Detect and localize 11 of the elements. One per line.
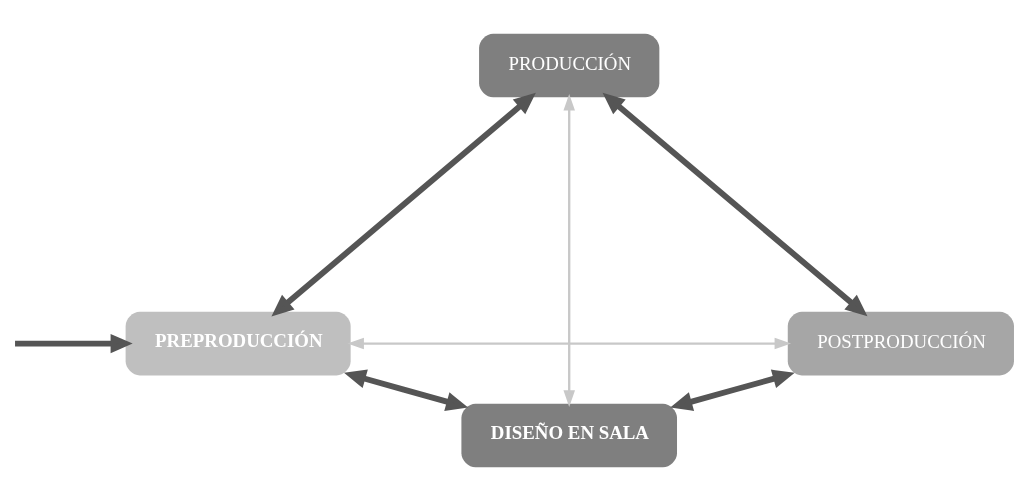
arrow (270, 92, 536, 316)
node-box: POSTPRODUCCIÓN (787, 311, 1014, 375)
arrow (602, 92, 867, 316)
node-box: PREPRODUCCIÓN (125, 311, 351, 375)
arrow (562, 93, 575, 407)
arrow (669, 369, 795, 411)
node-box: DISEÑO EN SALA (460, 403, 677, 467)
arrow (343, 369, 468, 411)
arrow (346, 337, 791, 349)
arrow (14, 333, 133, 353)
node-box: PRODUCCIÓN (478, 33, 659, 97)
